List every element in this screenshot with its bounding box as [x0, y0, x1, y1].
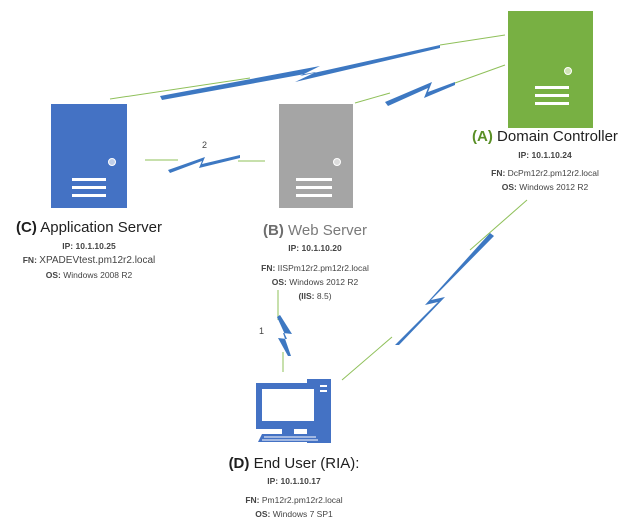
link-app-to-dc [109, 34, 506, 100]
link-label-1: 1 [259, 326, 265, 336]
application-server-fn: FN: XPADEVtest.pm12r2.local [22, 255, 156, 266]
end-user-label: (D) End User (RIA): IP: 10.1.10.17 FN: P… [214, 455, 374, 521]
node-name: End User (RIA): [253, 455, 360, 472]
link-web-to-dc [354, 64, 506, 106]
application-server-title: (C) Application Server [0, 219, 178, 236]
web-server-title: (B) Web Server [240, 222, 390, 239]
web-server-fn: FN: IISPm12r2.pm12r2.local [261, 263, 369, 273]
node-name: Domain Controller [497, 128, 618, 145]
web-server-label: (B) Web Server IP: 10.1.10.20 FN: IISPm1… [240, 222, 390, 303]
link-dc-to-enduser [341, 199, 528, 381]
application-server-icon [51, 104, 127, 208]
end-user-fn: FN: Pm12r2.pm12r2.local [245, 495, 343, 505]
end-user-os: OS: Windows 7 SP1 [255, 509, 333, 519]
node-name: Web Server [288, 222, 367, 239]
application-server-label: (C) Application Server IP: 10.1.10.25 FN… [0, 219, 178, 282]
node-letter: (B) [263, 222, 284, 239]
domain-controller-fn: FN: DcPm12r2.pm12r2.local [491, 168, 599, 178]
link-app-to-web [145, 155, 265, 173]
domain-controller-server-icon [508, 11, 593, 128]
end-user-title: (D) End User (RIA): [214, 455, 374, 472]
application-server-os: OS: Windows 2008 R2 [45, 270, 133, 280]
web-server-icon [279, 104, 353, 208]
domain-controller-label: (A) Domain Controller IP: 10.1.10.24 FN:… [455, 128, 629, 194]
link-label-2: 2 [202, 140, 208, 150]
domain-controller-os: OS: Windows 2012 R2 [501, 182, 589, 192]
node-letter: (A) [472, 128, 493, 145]
web-server-ip: IP: 10.1.10.20 [288, 243, 342, 253]
end-user-ip: IP: 10.1.10.17 [267, 476, 321, 486]
node-name: Application Server [40, 219, 162, 236]
domain-controller-ip: IP: 10.1.10.24 [518, 150, 572, 160]
application-server-ip: IP: 10.1.10.25 [62, 241, 116, 251]
domain-controller-title: (A) Domain Controller [455, 128, 629, 145]
web-server-os: OS: Windows 2012 R2 [271, 277, 359, 287]
link-web-to-enduser [277, 290, 292, 372]
node-letter: (D) [228, 455, 250, 472]
node-letter: (C) [16, 219, 37, 236]
end-user-computer-icon [256, 379, 331, 443]
web-server-iis: (IIS: 8.5) [298, 291, 332, 301]
